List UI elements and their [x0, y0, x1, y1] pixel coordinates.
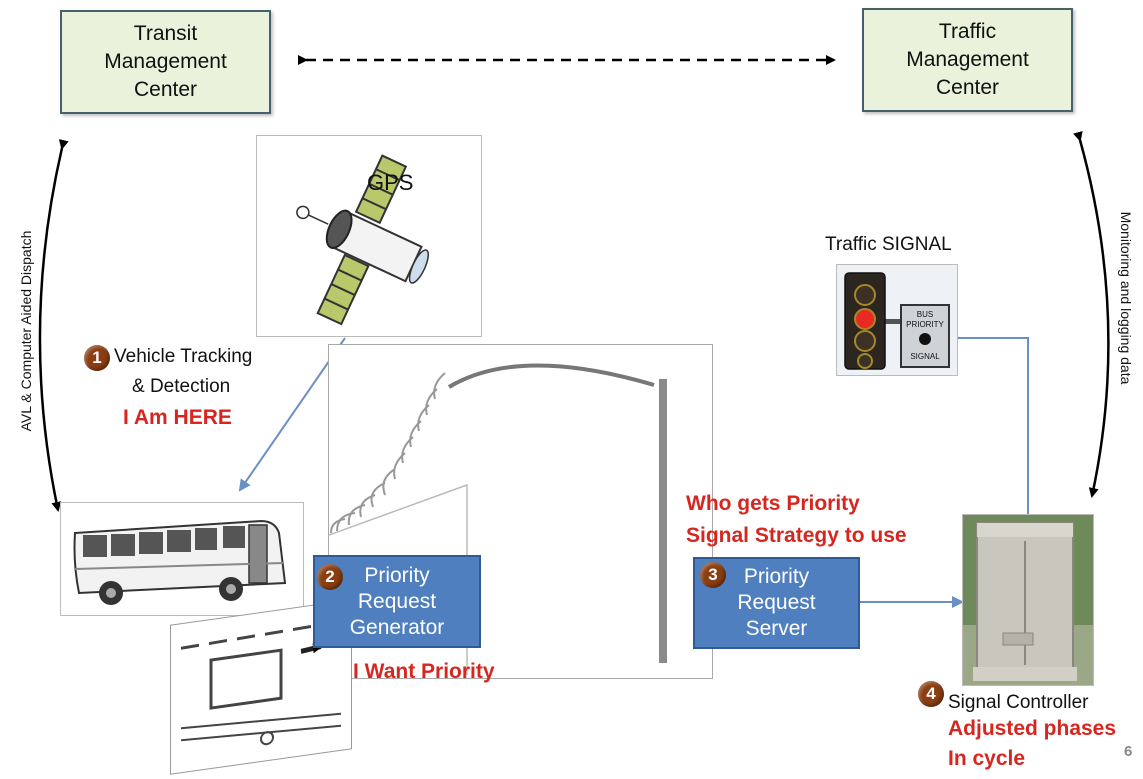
right-curved-arrow [1073, 130, 1110, 498]
svg-text:SIGNAL: SIGNAL [910, 352, 940, 361]
bus-image-panel [60, 502, 304, 616]
page-number: 6 [1124, 743, 1133, 760]
transit-management-center-box: Transit Management Center [60, 10, 271, 114]
gps-satellite-icon [296, 154, 430, 326]
controller-to-signal-arrow [944, 332, 1029, 515]
traffic-signal-photo: BUS PRIORITY SIGNAL [836, 264, 958, 376]
svg-text:PRIORITY: PRIORITY [906, 320, 944, 329]
step1-label-line1: Vehicle Tracking [114, 346, 253, 367]
svg-text:BUS: BUS [917, 310, 933, 319]
step4-label: Signal Controller [948, 692, 1089, 713]
signal-controller-photo [962, 514, 1094, 686]
generator-label: Priority Request Generator [349, 563, 445, 639]
road-loop-detector-icon [180, 621, 342, 746]
gps-to-bus-arrow [238, 337, 346, 492]
step2-badge: 2 [317, 564, 343, 590]
gps-label: GPS [367, 170, 414, 195]
road-loop-panel [170, 599, 352, 775]
step1-label-line2: & Detection [132, 376, 231, 397]
traffic-light-icon: BUS PRIORITY SIGNAL [837, 265, 957, 375]
gps-image-panel: GPS [256, 135, 482, 337]
bus-icon [73, 519, 287, 605]
monitoring-logging-label: Monitoring and logging data [1118, 211, 1134, 385]
step4-callout-line1: Adjusted phases [948, 717, 1117, 740]
avl-dispatch-label: AVL & Computer Aided Dispatch [18, 230, 34, 432]
step3-callout-line1: Who gets Priority [686, 492, 860, 515]
traffic-center-label: Traffic Management Center [906, 20, 1029, 99]
traffic-signal-label: Traffic SIGNAL [825, 234, 952, 255]
step3-callout-line2: Signal Strategy to use [686, 524, 907, 547]
step4-callout-line2: In cycle [948, 747, 1026, 770]
step3-badge: 3 [700, 562, 726, 588]
step1-badge: 1 [84, 345, 110, 371]
transit-center-label: Transit Management Center [104, 22, 227, 101]
server-label: Priority Request Server [737, 565, 816, 640]
step4-badge: 4 [918, 681, 944, 707]
traffic-management-center-box: Traffic Management Center [862, 8, 1073, 112]
step1-callout: I Am HERE [123, 406, 232, 429]
signal-controller-cabinet-icon [963, 515, 1093, 685]
step2-callout: I Want Priority [353, 660, 495, 683]
left-curved-arrow [38, 139, 69, 512]
priority-request-generator-box: Priority Request Generator [313, 555, 481, 648]
